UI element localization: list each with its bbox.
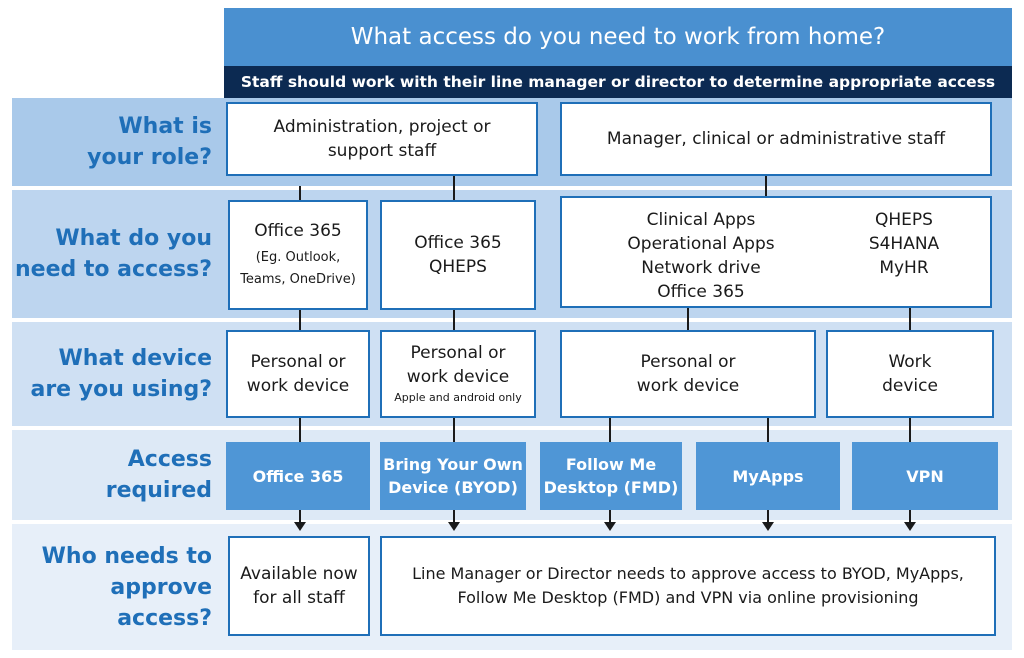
need-clinical-right-list: QHEPS S4HANA MyHR (868, 210, 940, 278)
access-myapps: MyApps (696, 442, 840, 510)
connector-line (453, 310, 455, 330)
connector-line (609, 418, 611, 442)
arrow-down-icon (448, 522, 460, 531)
device-personal-box-2: Personal or work device Apple and androi… (380, 330, 536, 418)
connector-line (453, 176, 455, 200)
role-manager-box: Manager, clinical or administrative staf… (560, 102, 992, 176)
connector-line (909, 418, 911, 442)
header-title-bar: What access do you need to work from hom… (224, 8, 1012, 66)
device-personal-box-3: Personal or work device (560, 330, 816, 418)
connector-line (299, 186, 301, 200)
arrow-shaft (767, 510, 769, 524)
row-label-device: What device are you using? (30, 346, 212, 402)
arrow-shaft (609, 510, 611, 524)
arrow-down-icon (762, 522, 774, 531)
connector-line (299, 418, 301, 442)
access-fmd: Follow Me Desktop (FMD) (540, 442, 682, 510)
connector-line (909, 308, 911, 330)
connector-line (687, 308, 689, 330)
connector-line (453, 418, 455, 442)
need-clinical-left-list: Clinical Apps Operational Apps Network d… (627, 210, 775, 302)
arrow-shaft (909, 510, 911, 524)
arrow-down-icon (904, 522, 916, 531)
connector-line (767, 418, 769, 442)
access-byod: Bring Your Own Device (BYOD) (380, 442, 526, 510)
access-vpn: VPN (852, 442, 998, 510)
row-label-role: What is your role? (87, 114, 212, 170)
arrow-shaft (299, 510, 301, 524)
arrow-down-icon (294, 522, 306, 531)
device-personal-box-1: Personal or work device (226, 330, 370, 418)
header-title: What access do you need to work from hom… (350, 24, 886, 50)
arrow-down-icon (604, 522, 616, 531)
access-office365: Office 365 (226, 442, 370, 510)
approval-manager-box: Line Manager or Director needs to approv… (380, 536, 996, 636)
arrow-shaft (453, 510, 455, 524)
need-office-qheps-box: Office 365 QHEPS (380, 200, 536, 310)
row-label-access-required: Access required (105, 447, 212, 503)
approval-all-staff-box: Available now for all staff (228, 536, 370, 636)
connector-line (765, 176, 767, 198)
need-office365-box: Office 365 (Eg. Outlook, Teams, OneDrive… (228, 200, 368, 310)
row-label-access-needed: What do you need to access? (14, 226, 212, 282)
header-subtitle: Staff should work with their line manage… (240, 73, 996, 91)
role-admin-box: Administration, project or support staff (226, 102, 538, 176)
connector-line (299, 310, 301, 330)
row-label-approve: Who needs to approve access? (41, 543, 212, 631)
device-work-box: Work device (826, 330, 994, 418)
need-clinical-box: Clinical Apps Operational Apps Network d… (560, 196, 992, 308)
header-subtitle-bar: Staff should work with their line manage… (224, 66, 1012, 98)
